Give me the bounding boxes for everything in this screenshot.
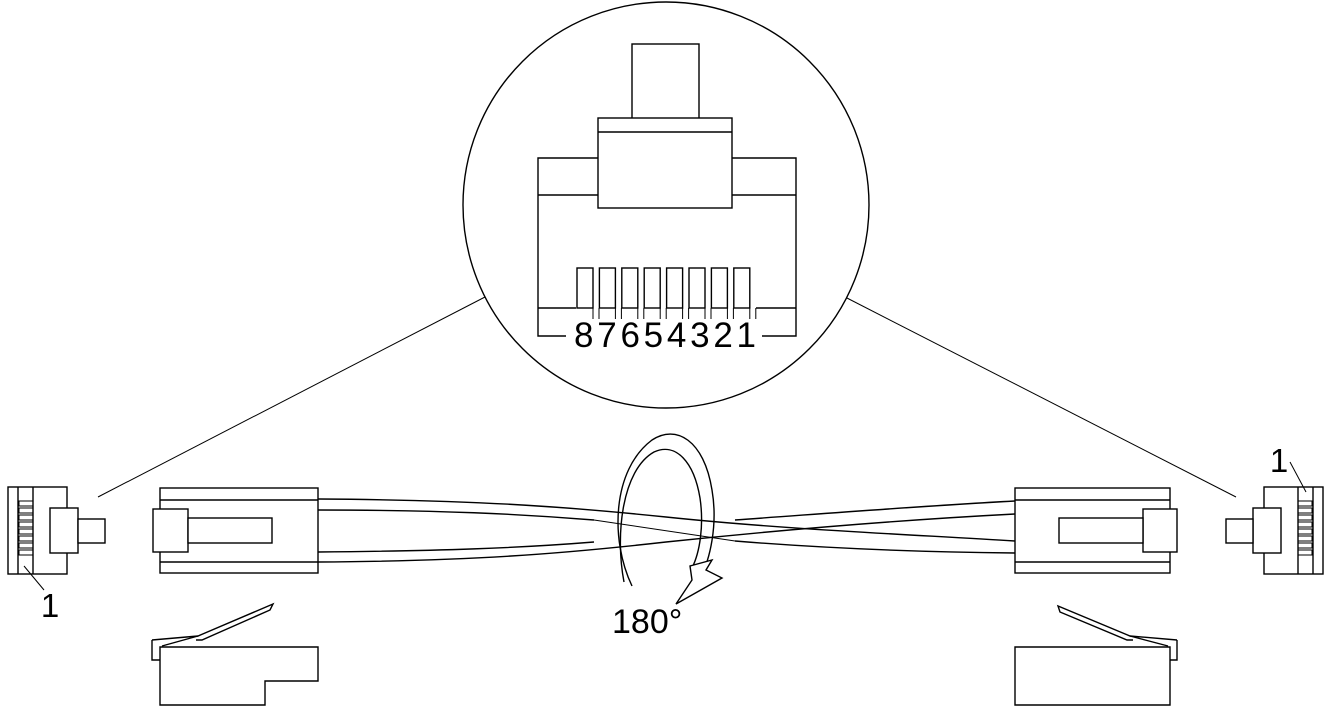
rotation-label: 180° [612, 603, 682, 641]
contact-pin [665, 267, 684, 309]
end-pin [18, 500, 34, 507]
left-side-latch [151, 602, 275, 641]
zoom-leader-left [97, 296, 486, 498]
right-side-front [1170, 640, 1178, 661]
end-pin [1297, 542, 1313, 549]
contact-pins [576, 267, 757, 320]
left-side-front [151, 640, 160, 661]
pin1-leader-left [23, 565, 45, 591]
latch-base [597, 117, 733, 209]
end-pin [1297, 549, 1313, 556]
end-pin [18, 542, 34, 549]
end-pin [18, 535, 34, 542]
magnified-connector-view: 87654321 [462, 1, 870, 409]
contact-pin [643, 267, 661, 309]
end-pin [18, 521, 34, 528]
contact-pin [688, 267, 706, 309]
rotation-arrow: 180° [612, 433, 724, 641]
cable-edge-e [317, 541, 595, 553]
end-pin [1297, 521, 1313, 528]
left-end-latch-tab [77, 518, 106, 544]
end-pin [1297, 528, 1313, 535]
end-pin [1297, 500, 1313, 507]
left-plug-top [152, 487, 319, 574]
right-plug-side [1014, 604, 1178, 706]
pin1-leader-right [1289, 461, 1307, 493]
contact-pin [576, 267, 594, 309]
cable-edge-a [317, 498, 1016, 542]
right-end-latch-tab [1225, 518, 1254, 544]
right-side-body [1014, 646, 1171, 706]
contact-pin [598, 267, 617, 309]
left-end-pins [18, 500, 34, 556]
right-plug-latch-arm [1058, 517, 1144, 544]
end-pin [1297, 507, 1313, 514]
zoom-leader-right [844, 296, 1237, 498]
contact-pin [733, 267, 751, 309]
right-end-pins [1297, 500, 1313, 556]
cable-edge-f [734, 500, 1016, 521]
left-side-latch-joint [161, 635, 199, 647]
cable-edge-d [734, 540, 1016, 554]
rotation-arrow-head [675, 558, 724, 605]
cable-edge-c [317, 509, 595, 521]
right-end-connector: 1 [1225, 442, 1324, 575]
right-side-latch [1056, 604, 1178, 641]
pin1-label-right: 1 [1270, 442, 1288, 479]
end-pin [18, 507, 34, 514]
contact-pin [710, 267, 729, 309]
end-pin [18, 514, 34, 521]
left-side-body [159, 646, 319, 706]
end-pin [18, 528, 34, 535]
right-side-latch-joint [1129, 635, 1169, 647]
rotation-arrow-inner [619, 448, 703, 583]
left-end-latch [49, 507, 79, 554]
right-plug-top [1014, 487, 1178, 574]
right-end-latch [1252, 507, 1282, 554]
left-end-connector: 1 [7, 486, 106, 624]
flat-cable [317, 498, 1016, 563]
end-pin [1297, 514, 1313, 521]
cable-edge-b [317, 513, 1016, 563]
left-plug-latch-arm [187, 517, 273, 544]
contact-pin [621, 267, 639, 309]
left-plug-side [151, 602, 319, 706]
pin1-label-left: 1 [41, 587, 59, 624]
end-pin [18, 549, 34, 556]
end-pin [1297, 535, 1313, 542]
right-plug-latch [1142, 508, 1178, 553]
rotation-arrow-outer [617, 433, 715, 587]
left-plug-latch [152, 508, 189, 553]
pin-label-mask [566, 319, 762, 349]
